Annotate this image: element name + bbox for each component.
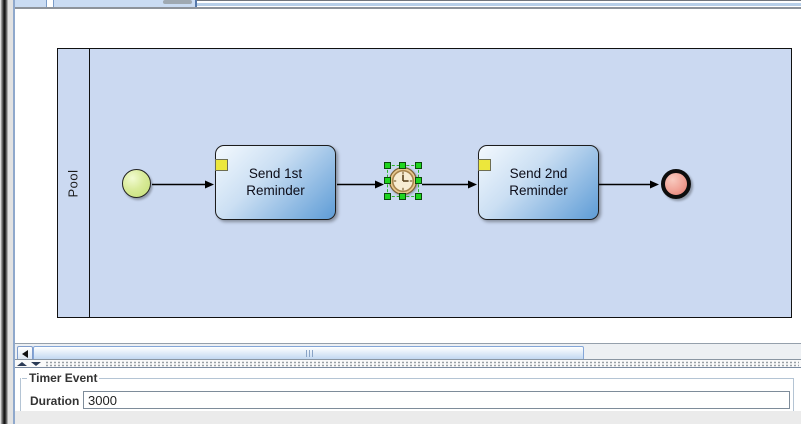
panel-top-line	[197, 0, 801, 1]
thumb-grip-icon	[306, 350, 313, 357]
left-triangle-icon	[22, 349, 28, 358]
group-border	[793, 378, 794, 411]
toolbar-strip	[15, 0, 196, 7]
group-border	[91, 378, 793, 379]
duration-input[interactable]	[83, 391, 790, 409]
selection-handle-e[interactable]	[415, 177, 422, 184]
toolbar-divider	[195, 0, 197, 9]
timer-intermediate-event[interactable]	[384, 162, 422, 200]
group-border	[20, 378, 27, 379]
selection-handle-w[interactable]	[384, 177, 391, 184]
task-label: Send 2nd Reminder	[509, 165, 568, 198]
pool-header[interactable]	[58, 49, 90, 317]
selection-handle-sw[interactable]	[384, 193, 391, 200]
task-marker-icon	[478, 159, 491, 171]
canvas-top-border	[8, 7, 801, 9]
task-label: Send 1st Reminder	[246, 165, 305, 198]
properties-group-title: Timer Event	[27, 371, 100, 385]
clock-icon[interactable]	[388, 166, 418, 196]
start-event[interactable]	[122, 169, 151, 198]
selection-handle-n[interactable]	[399, 162, 406, 169]
window-left-edge	[0, 0, 8, 424]
panel-blue-line	[197, 3, 801, 6]
task-send-1st-reminder[interactable]: Send 1st Reminder	[215, 145, 336, 220]
duration-label: Duration	[30, 394, 80, 408]
window-left-gap	[8, 0, 13, 424]
selection-handle-se[interactable]	[415, 193, 422, 200]
end-event[interactable]	[661, 169, 691, 199]
selection-handle-s[interactable]	[399, 193, 406, 200]
divider-collapse-up-button[interactable]	[17, 362, 27, 366]
pool-label: Pool	[66, 168, 81, 198]
task-send-2nd-reminder[interactable]: Send 2nd Reminder	[478, 145, 599, 220]
panel-empty-space	[15, 411, 801, 424]
secondary-panel-edge	[197, 0, 801, 7]
panel-left-border	[13, 0, 15, 424]
selection-handle-nw[interactable]	[384, 162, 391, 169]
group-border	[20, 378, 21, 411]
divider-texture	[45, 361, 799, 367]
selection-handle-ne[interactable]	[415, 162, 422, 169]
h-scrollbar-track[interactable]	[15, 343, 801, 361]
toolbar-separator	[46, 0, 54, 7]
toolbar-grip-handle[interactable]	[163, 0, 192, 4]
task-marker-icon	[215, 159, 228, 171]
properties-panel: Timer Event Duration	[15, 368, 801, 424]
split-pane-divider[interactable]	[15, 359, 801, 368]
divider-expand-down-button[interactable]	[31, 362, 41, 366]
